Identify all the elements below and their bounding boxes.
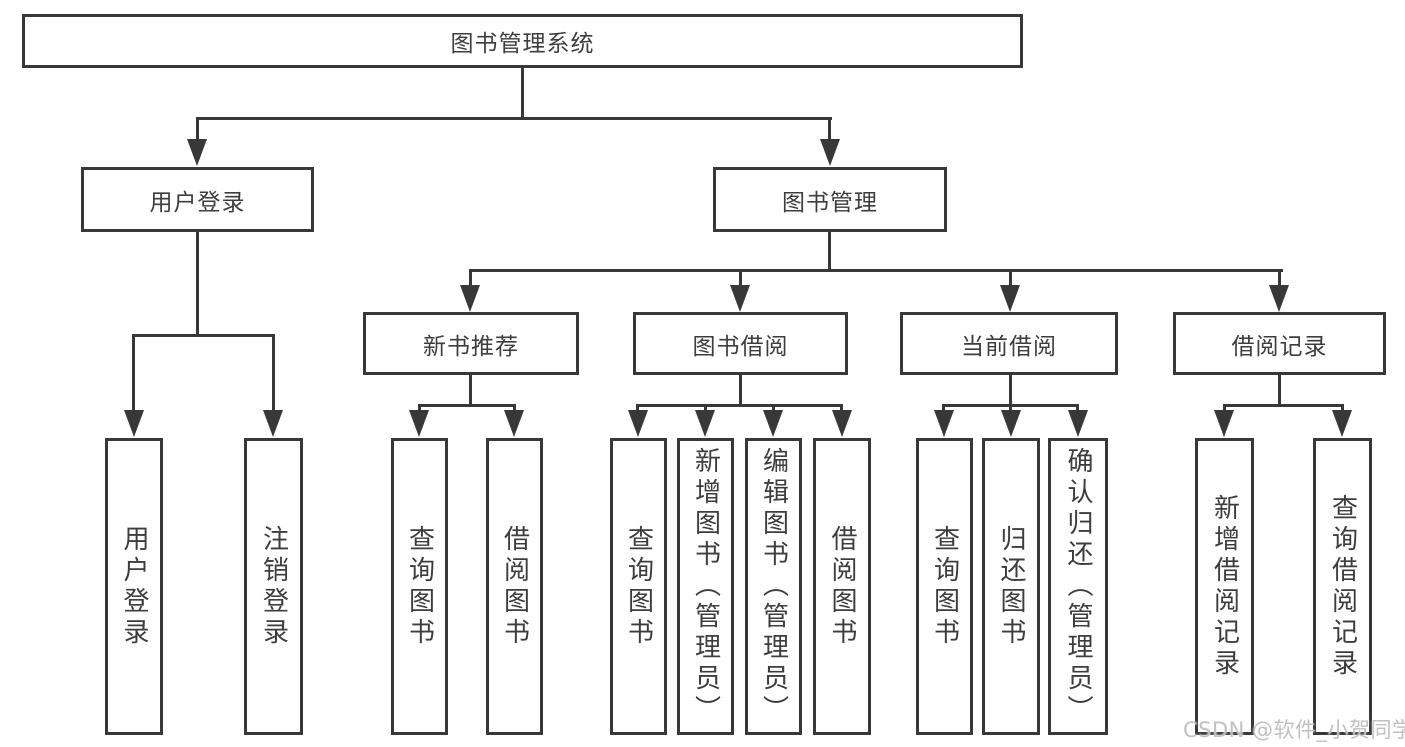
connector-new-book-rec-stem (469, 269, 472, 297)
leaf-edit-book-admin: 编辑图书（管理员） (745, 438, 802, 735)
node-library-system-label: 图书管理系统 (450, 31, 595, 57)
arrow-down-leaf-borrow2-icon (832, 410, 852, 437)
connector-user-login-stem (196, 117, 199, 152)
leaf-borrow-books-1-label: 借阅图书 (499, 524, 530, 649)
leaf-confirm-return-admin-label: 确认归还（管理员） (1063, 447, 1093, 726)
leaf-return-book-label: 归还图书 (996, 524, 1026, 649)
leaf-return-book: 归还图书 (982, 438, 1040, 735)
arrow-down-leaf-borrow1-icon (504, 410, 524, 437)
arrow-down-new-book-rec-icon (460, 285, 480, 312)
connector-root-stem (521, 68, 524, 120)
connector-current-borrow-stem (1009, 269, 1012, 297)
connector-book-borrow-split (636, 404, 843, 407)
leaf-borrow-books-1: 借阅图书 (486, 438, 543, 735)
connector-borrow-records-down (1278, 375, 1281, 406)
leaf-logout: 注销登录 (244, 438, 303, 735)
node-book-mgmt: 图书管理 (713, 167, 947, 232)
arrow-down-leaf-query3-icon (934, 410, 954, 437)
node-user-login-label: 用户登录 (149, 189, 246, 216)
node-borrow-records: 借阅记录 (1173, 312, 1386, 375)
connector-book-borrow-down (739, 375, 742, 406)
arrow-down-book-mgmt-icon (820, 139, 840, 166)
connector-current-borrow-down (1009, 375, 1012, 406)
node-book-borrow-label: 图书借阅 (692, 333, 789, 360)
leaf-query-borrow-record-label: 查询借阅记录 (1327, 493, 1358, 680)
node-new-book-rec: 新书推荐 (363, 312, 579, 375)
leaf-add-book-admin-label: 新增图书（管理员） (690, 447, 721, 726)
arrow-down-leaf-confirm-icon (1068, 410, 1088, 437)
leaf-query-borrow-record: 查询借阅记录 (1313, 438, 1372, 735)
leaf-borrow-books-2: 借阅图书 (813, 438, 871, 735)
arrow-down-leaf-query-record-icon (1332, 410, 1352, 437)
node-new-book-rec-label: 新书推荐 (423, 333, 519, 360)
connector-user-login-split (132, 334, 274, 337)
leaf-query-books-2-label: 查询图书 (623, 524, 654, 649)
connector-book-mgmt-split (469, 269, 1283, 272)
connector-leaf-logout-stem (272, 334, 275, 419)
node-current-borrow: 当前借阅 (900, 312, 1118, 375)
node-user-login: 用户登录 (81, 167, 314, 232)
leaf-query-books-3: 查询图书 (916, 438, 973, 735)
leaf-confirm-return-admin: 确认归还（管理员） (1048, 438, 1108, 735)
arrow-down-book-borrow-icon (730, 285, 750, 312)
connector-book-borrow-stem (739, 269, 742, 297)
arrow-down-leaf-query1-icon (409, 410, 429, 437)
connector-leaf-user-login-stem (132, 334, 135, 419)
csdn-watermark: CSDN @软件_小贺同学 (1183, 718, 1405, 742)
arrow-down-leaf-add-record-icon (1214, 410, 1234, 437)
connector-user-login-down (196, 232, 199, 336)
leaf-borrow-books-2-label: 借阅图书 (827, 524, 857, 649)
leaf-query-books-3-label: 查询图书 (929, 524, 960, 649)
arrow-down-user-login-icon (187, 139, 207, 166)
arrow-down-leaf-add-book-icon (695, 410, 715, 437)
arrow-down-leaf-user-login-icon (124, 410, 144, 437)
leaf-edit-book-admin-label: 编辑图书（管理员） (758, 447, 789, 726)
arrow-down-leaf-logout-icon (263, 410, 283, 437)
leaf-query-books-1-label: 查询图书 (404, 524, 435, 649)
connector-borrow-records-split (1223, 404, 1344, 407)
leaf-add-borrow-record-label: 新增借阅记录 (1209, 493, 1240, 680)
node-current-borrow-label: 当前借阅 (961, 333, 1057, 360)
leaf-user-login-label: 用户登录 (119, 524, 149, 649)
node-borrow-records-label: 借阅记录 (1231, 333, 1328, 360)
node-book-borrow: 图书借阅 (633, 312, 848, 375)
connector-new-book-rec-split (418, 404, 516, 407)
connector-borrow-records-stem (1278, 269, 1281, 297)
arrow-down-leaf-edit-book-icon (763, 410, 783, 437)
arrow-down-current-borrow-icon (1000, 285, 1020, 312)
node-library-system: 图书管理系统 (22, 14, 1023, 68)
connector-book-mgmt-stem (828, 117, 831, 152)
leaf-add-book-admin: 新增图书（管理员） (677, 438, 734, 735)
leaf-query-books-2: 查询图书 (610, 438, 667, 735)
connector-root-split (196, 117, 832, 120)
connector-book-mgmt-down (828, 232, 831, 272)
connector-new-book-rec-down (469, 375, 472, 406)
leaf-logout-label: 注销登录 (258, 524, 289, 649)
leaf-add-borrow-record: 新增借阅记录 (1195, 438, 1254, 735)
node-book-mgmt-label: 图书管理 (782, 189, 878, 216)
leaf-query-books-1: 查询图书 (391, 438, 448, 735)
arrow-down-leaf-return-icon (1001, 410, 1021, 437)
leaf-user-login: 用户登录 (105, 438, 163, 735)
arrow-down-borrow-records-icon (1269, 285, 1289, 312)
arrow-down-leaf-query2-icon (628, 410, 648, 437)
